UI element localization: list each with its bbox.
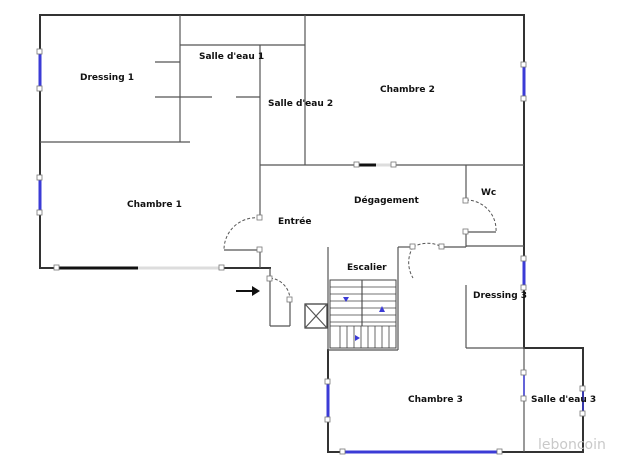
label-dressing1: Dressing 1 xyxy=(80,73,134,83)
label-escalier: Escalier xyxy=(347,263,387,273)
stair-arrow-icon xyxy=(379,306,385,312)
stair-arrow-icon xyxy=(343,297,349,302)
stair-arrow-icon xyxy=(355,335,360,341)
label-dressing3: Dressing 3 xyxy=(473,291,527,301)
door-entry-main xyxy=(269,277,291,301)
label-chambre2: Chambre 2 xyxy=(380,85,435,95)
label-chambre1: Chambre 1 xyxy=(127,200,182,210)
door-stair-landing xyxy=(412,242,443,248)
door-stair-landing-arc xyxy=(408,246,414,279)
label-salle-eau3: Salle d'eau 3 xyxy=(531,395,596,405)
wall-nodes xyxy=(36,48,586,455)
doors xyxy=(223,199,497,301)
duct-box-icon xyxy=(304,303,328,329)
label-wc: Wc xyxy=(481,188,496,198)
label-chambre3: Chambre 3 xyxy=(408,395,463,405)
label-entree: Entrée xyxy=(278,216,312,227)
label-degagement: Dégagement xyxy=(354,195,420,206)
door-wc xyxy=(465,199,497,233)
label-salle-eau1: Salle d'eau 1 xyxy=(199,52,264,62)
door-entree-left xyxy=(223,217,261,251)
staircase xyxy=(329,279,397,349)
windows xyxy=(38,52,584,454)
watermark: leboncoin xyxy=(538,437,606,453)
arrow-right-icon xyxy=(236,286,260,296)
label-salle-eau2: Salle d'eau 2 xyxy=(268,99,333,109)
